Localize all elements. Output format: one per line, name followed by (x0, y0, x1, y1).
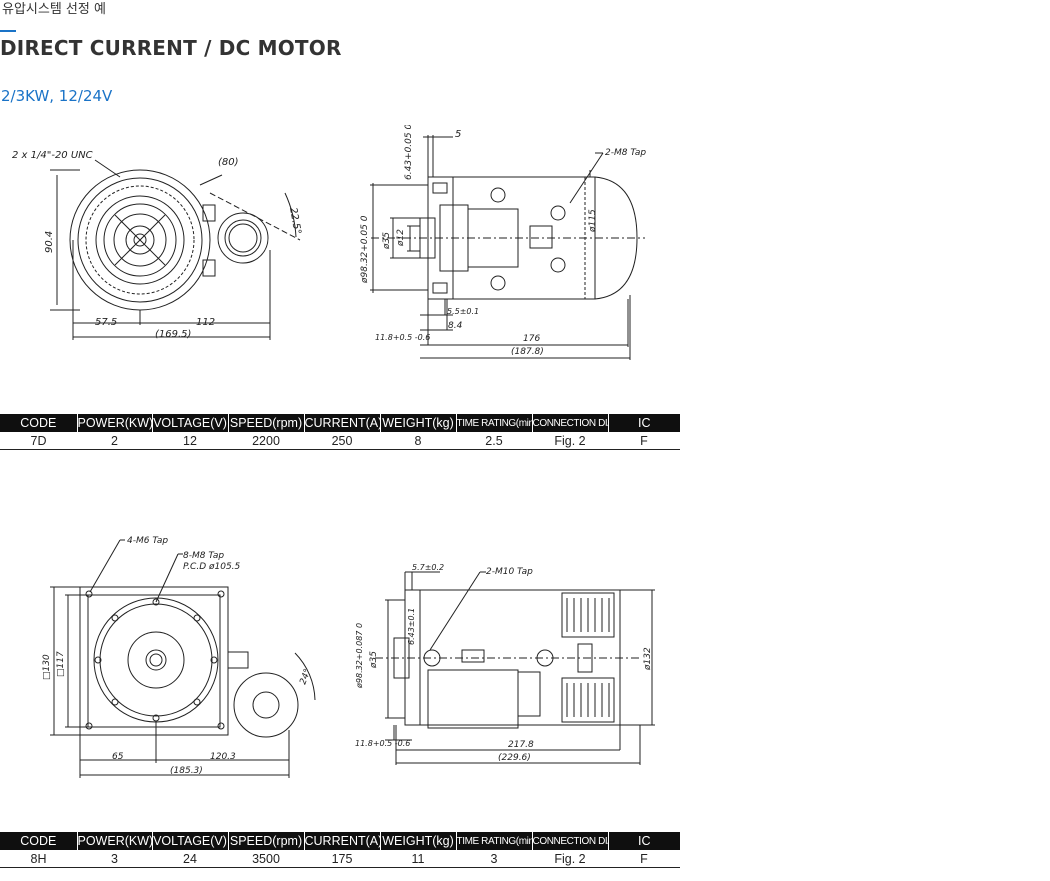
spec-table-2: CODE POWER(KW) VOLTAGE(V) SPEED(rpm) CUR… (0, 832, 680, 868)
dim-118-label-4: 11.8+0.5 -0.6 (355, 739, 410, 748)
cell-speed: 3500 (228, 850, 304, 868)
header-power: POWER(KW) (77, 414, 153, 432)
cell-ic: F (608, 432, 680, 450)
angle-80-label: (80) (218, 157, 239, 168)
cell-power: 2 (77, 432, 152, 450)
header-ic: IC (608, 832, 680, 850)
header-code: CODE (0, 832, 78, 850)
dim-130-label: □130 (42, 654, 52, 680)
header-time-rating: TIME RATING(min) (456, 832, 533, 850)
dim-84-label: 8.4 (448, 321, 463, 331)
cell-current: 175 (304, 850, 380, 868)
dim-2178-label: 217.8 (508, 740, 534, 750)
tap-m8-label: 8-M8 Tap (183, 551, 224, 561)
cell-weight: 11 (380, 850, 456, 868)
dim-57-label: 5.7±0.2 (412, 563, 444, 572)
cell-time-rating: 3 (456, 850, 532, 868)
header-connection: CONNECTION DIA. (532, 832, 609, 850)
cell-code: 7D (0, 432, 77, 450)
title-accent-bar (0, 30, 16, 32)
dim-35-label-4: ø35 (369, 651, 379, 669)
header-speed: SPEED(rpm) (228, 832, 305, 850)
header-voltage: VOLTAGE(V) (152, 414, 229, 432)
table-header-row: CODE POWER(KW) VOLTAGE(V) SPEED(rpm) CUR… (0, 832, 680, 850)
table-header-row: CODE POWER(KW) VOLTAGE(V) SPEED(rpm) CUR… (0, 414, 680, 432)
dim-115-label: ø115 (588, 209, 598, 233)
table-row: 7D 2 12 2200 250 8 2.5 Fig. 2 F (0, 432, 680, 450)
dim-total-label: (169.5) (155, 329, 191, 340)
cell-current: 250 (304, 432, 380, 450)
header-power: POWER(KW) (77, 832, 153, 850)
motor-side-view-drawing-4: 5.7±0.2 2-M10 Tap 6.43±0.1 ø98.32+0.087 … (355, 563, 655, 765)
cell-power: 3 (77, 850, 152, 868)
header-weight: WEIGHT(kg) (380, 832, 457, 850)
pcd-label: P.C.D ø105.5 (183, 562, 241, 572)
dim-right-label: 112 (196, 317, 215, 328)
header-current: CURRENT(A) (304, 832, 381, 850)
cell-voltage: 24 (152, 850, 228, 868)
dim-2296-label: (229.6) (498, 753, 531, 763)
dim-1878-label: (187.8) (511, 347, 544, 357)
header-current: CURRENT(A) (304, 414, 381, 432)
dim-98-label: ø98.32+0.05 0 (360, 215, 370, 284)
cell-code: 8H (0, 850, 77, 868)
motor-front-view-drawing-1: 2 x 1/4"-20 UNC (80) 22.5° 90.4 57.5 112… (12, 150, 303, 340)
table-row: 8H 3 24 3500 175 11 3 Fig. 2 F (0, 850, 680, 868)
dim-height-label: 90.4 (44, 231, 55, 253)
breadcrumb: 유압시스템 선정 예 (2, 2, 106, 17)
dim-55-label: 5.5±0.1 (447, 307, 479, 316)
cell-speed: 2200 (228, 432, 304, 450)
dim-98-label-4: ø98.32+0.087 0 (355, 623, 364, 689)
header-speed: SPEED(rpm) (228, 414, 305, 432)
angle-24-label: 24° (298, 668, 313, 686)
dim-643-label: 6.43±0.1 (407, 608, 416, 645)
cell-connection: Fig. 2 (532, 432, 608, 450)
header-time-rating: TIME RATING(min) (456, 414, 533, 432)
dim-176-label: 176 (523, 334, 540, 344)
dim-132-label: ø132 (643, 647, 653, 671)
dim-12-label: ø12 (396, 229, 406, 247)
tap-label: 2-M8 Tap (605, 148, 646, 158)
dim-35-label: ø35 (382, 232, 392, 250)
dim-118-label: 11.8+0.5 -0.6 (375, 333, 430, 342)
cell-voltage: 12 (152, 432, 228, 450)
dim-117-label: □117 (56, 651, 66, 677)
motor-side-view-drawing-2: 5 6.43+0.05 0 2-M8 Tap ø98.32+0.05 0 ø35… (360, 125, 646, 360)
tap-m10-label: 2-M10 Tap (486, 567, 533, 577)
page-title: DIRECT CURRENT / DC MOTOR (0, 36, 342, 60)
dim-1203-label: 120.3 (210, 752, 236, 762)
header-ic: IC (608, 414, 680, 432)
header-voltage: VOLTAGE(V) (152, 832, 229, 850)
header-code: CODE (0, 414, 78, 432)
tap-m6-label: 4-M6 Tap (127, 536, 168, 546)
dim-tol-top-label: 6.43+0.05 0 (404, 125, 414, 180)
angle-22-label: 22.5° (287, 207, 303, 236)
dim-5-label: 5 (455, 129, 461, 140)
header-connection: CONNECTION DIA. (532, 414, 609, 432)
cell-ic: F (608, 850, 680, 868)
dim-1853-label: (185.3) (170, 766, 203, 776)
header-weight: WEIGHT(kg) (380, 414, 457, 432)
spec-table-1: CODE POWER(KW) VOLTAGE(V) SPEED(rpm) CUR… (0, 414, 680, 450)
dim-65-label: 65 (112, 752, 124, 762)
cell-time-rating: 2.5 (456, 432, 532, 450)
unc-label: 2 x 1/4"-20 UNC (12, 150, 93, 161)
cell-weight: 8 (380, 432, 456, 450)
dim-left-label: 57.5 (95, 317, 117, 328)
motor-front-view-drawing-3: 4-M6 Tap 8-M8 Tap P.C.D ø105.5 □130 □117… (42, 536, 316, 778)
subtitle: 2/3KW, 12/24V (1, 87, 113, 105)
cell-connection: Fig. 2 (532, 850, 608, 868)
